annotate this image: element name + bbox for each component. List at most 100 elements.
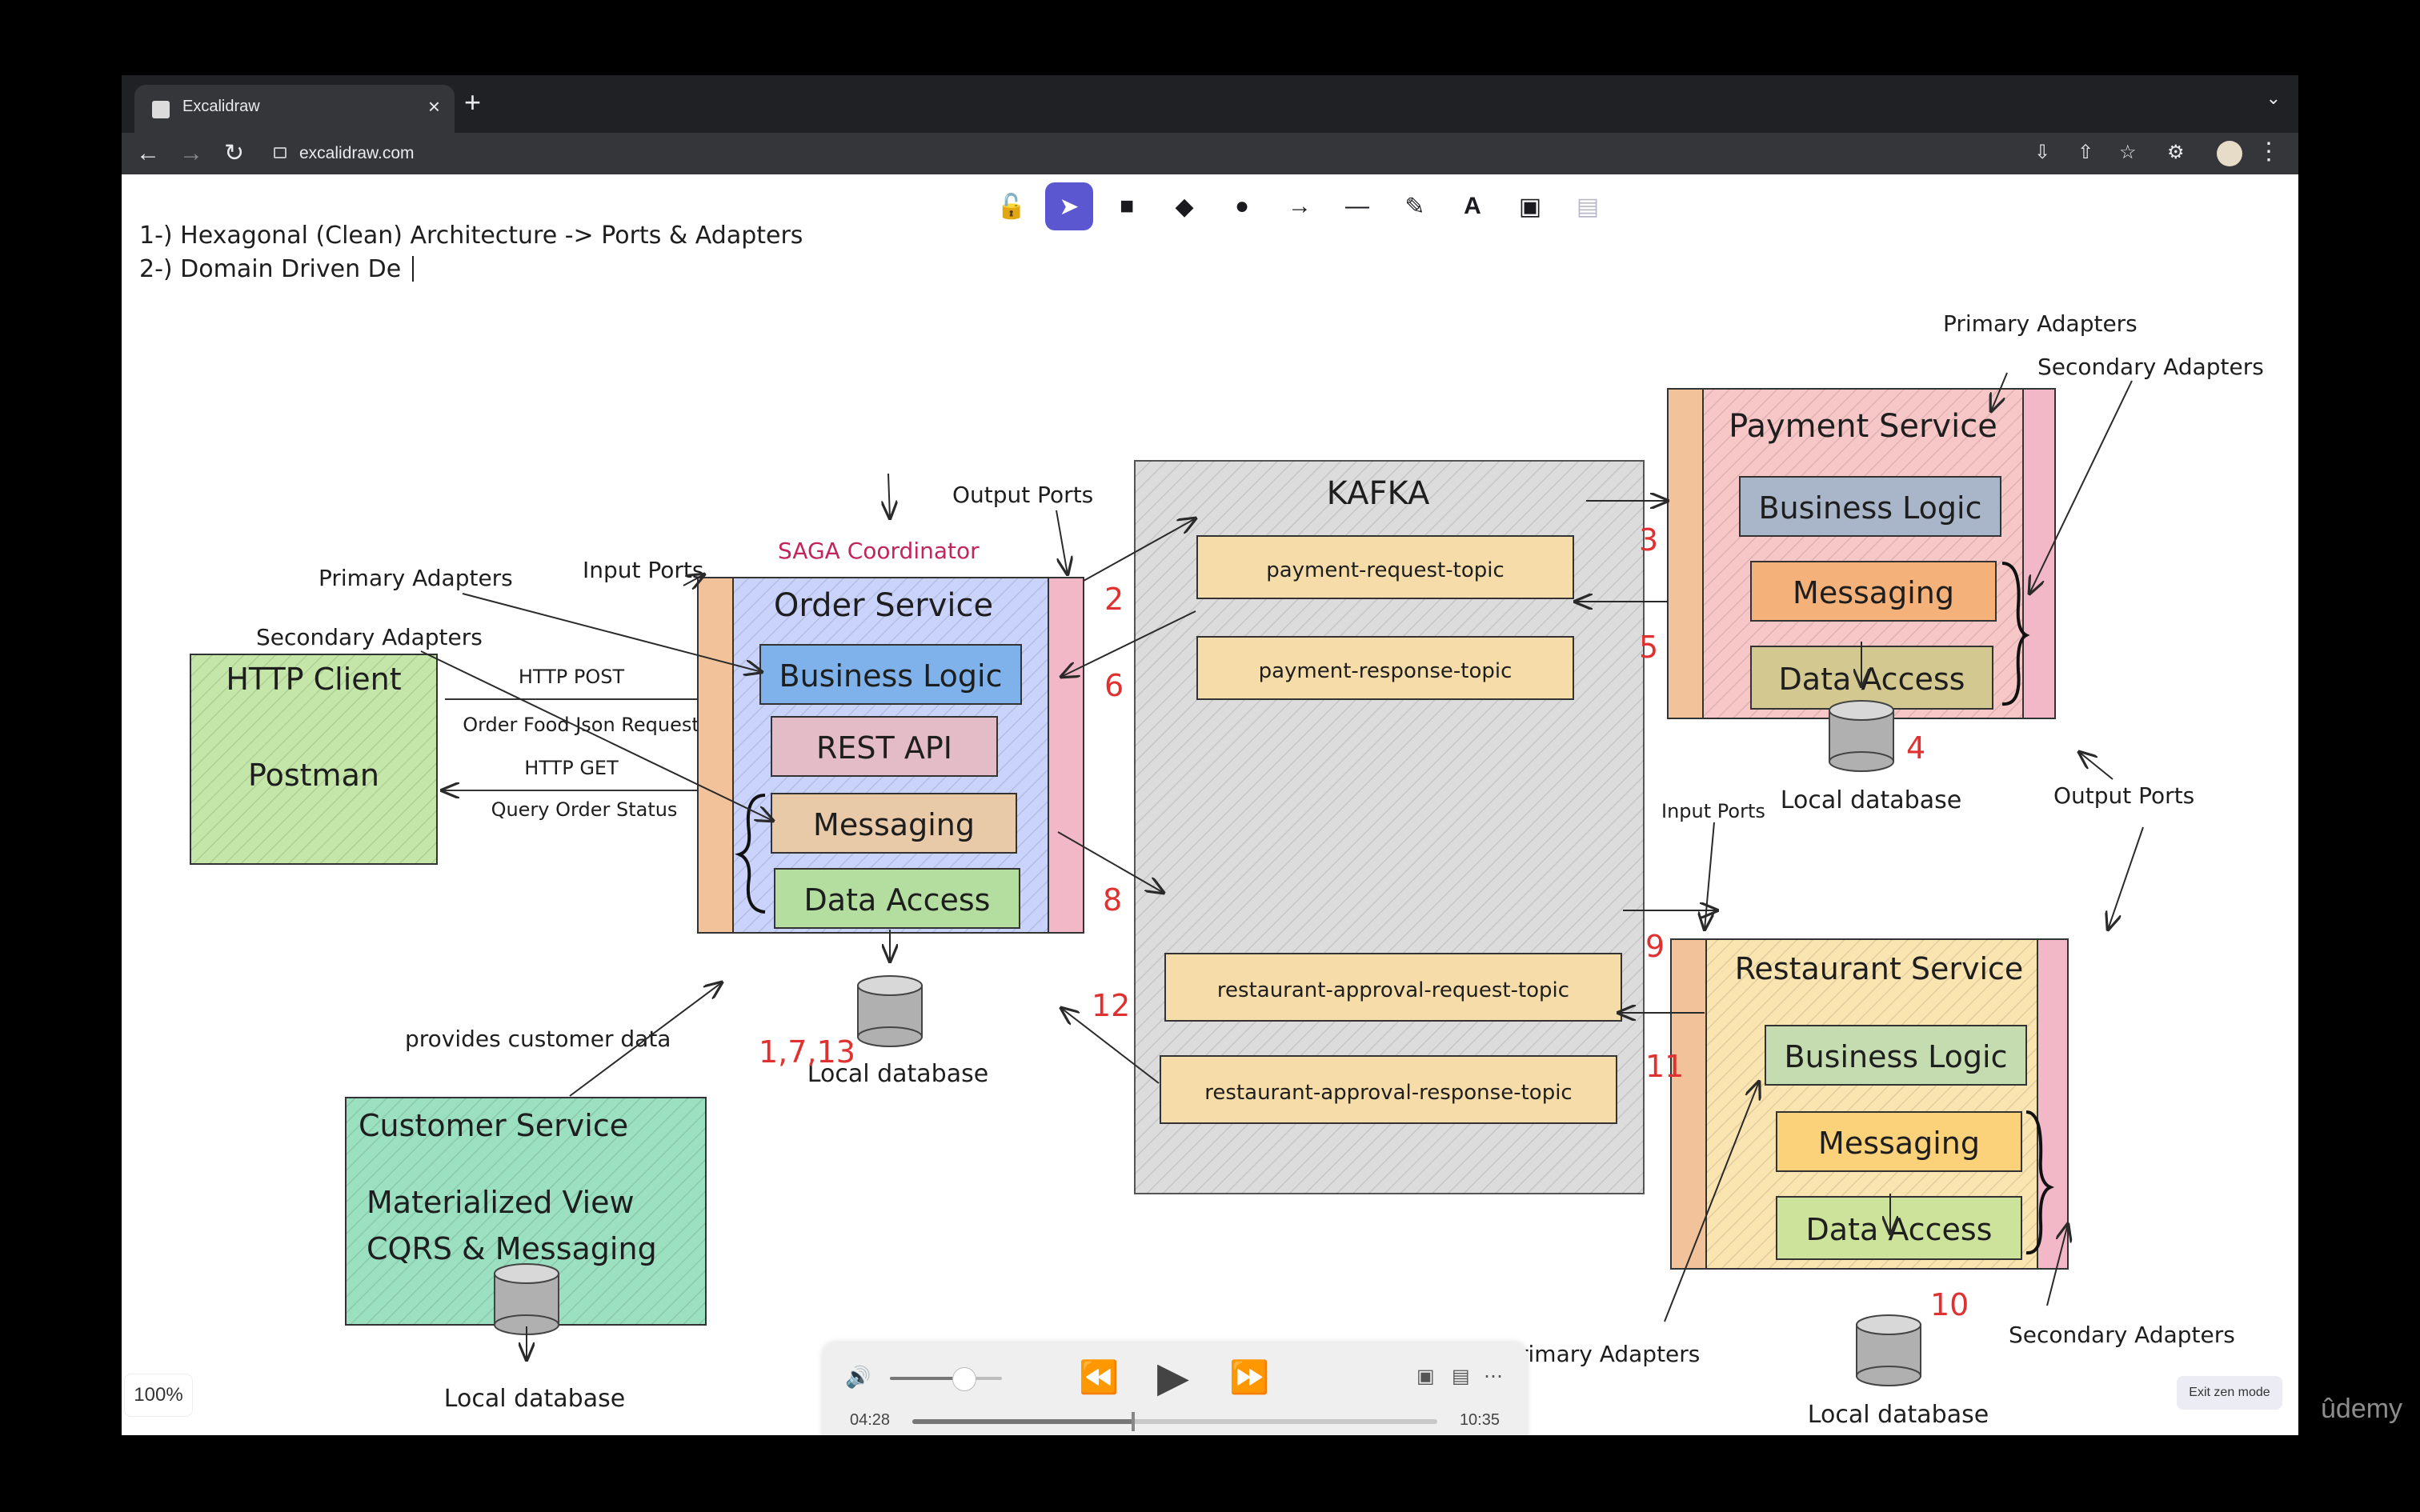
customer-service-line1: Materialized View xyxy=(367,1185,635,1220)
captions-icon[interactable]: ▤ xyxy=(1452,1366,1470,1387)
browser-tab[interactable]: Excalidraw × xyxy=(134,85,455,133)
tab-search-chevron-icon[interactable]: ⌄ xyxy=(2266,88,2281,108)
topic-restaurant-approval-request-label: restaurant-approval-request-topic xyxy=(1217,978,1569,1002)
topic-restaurant-approval-request[interactable] xyxy=(1164,953,1622,1022)
exit-zen-mode-button[interactable]: Exit zen mode xyxy=(2177,1376,2282,1410)
back-arrow-icon[interactable]: ← xyxy=(136,140,160,166)
customer-db-label: Local database xyxy=(444,1385,625,1413)
step-number: 3 xyxy=(1639,522,1658,558)
order-rest-api-label: REST API xyxy=(816,730,952,766)
image-tool-icon[interactable]: ▣ xyxy=(1518,193,1542,220)
payment-output-port[interactable] xyxy=(2022,388,2056,719)
tab-strip: Excalidraw × + ⌄ xyxy=(122,75,2298,133)
fast-forward-icon[interactable]: ⏩ xyxy=(1229,1360,1269,1395)
payment-db-label: Local database xyxy=(1781,786,1961,814)
rectangle-tool-icon[interactable]: ■ xyxy=(1119,193,1135,219)
query-status-label: Query Order Status xyxy=(491,798,678,821)
excalidraw-toolbar: 🔓 ➤ ■ ◆ ● → — ✎ A ▣ ▤ xyxy=(988,181,1599,232)
play-icon[interactable]: ▶ xyxy=(1157,1354,1189,1401)
volume-slider[interactable] xyxy=(890,1377,1002,1380)
restaurant-messaging[interactable] xyxy=(1776,1111,2022,1172)
order-input-port[interactable] xyxy=(697,577,734,934)
http-client-title: HTTP Client xyxy=(226,662,401,697)
lock-tool-icon[interactable]: 🔓 xyxy=(996,193,1027,220)
topic-payment-response[interactable] xyxy=(1196,636,1574,700)
payment-data-access[interactable] xyxy=(1750,646,1993,710)
order-output-port[interactable] xyxy=(1048,577,1084,934)
extensions-icon[interactable]: ⚙ xyxy=(2167,142,2185,163)
zoom-indicator[interactable]: 100% xyxy=(125,1374,192,1416)
diamond-tool-icon[interactable]: ◆ xyxy=(1175,193,1194,220)
adapter-brace xyxy=(735,794,766,914)
reload-icon[interactable]: ↻ xyxy=(224,140,245,166)
payment-primary-adapters-label: Primary Adapters xyxy=(1943,310,2138,337)
close-tab-icon[interactable]: × xyxy=(427,94,440,118)
order-messaging[interactable] xyxy=(771,793,1017,854)
flow-arrows xyxy=(420,372,2144,1360)
more-options-icon[interactable]: ⋯ xyxy=(1484,1366,1503,1387)
order-data-access-label: Data Access xyxy=(804,882,991,918)
payment-messaging[interactable] xyxy=(1750,561,1997,622)
order-business-logic[interactable] xyxy=(759,644,1022,705)
restaurant-data-access[interactable] xyxy=(1776,1196,2022,1260)
topic-payment-request-label: payment-request-topic xyxy=(1266,558,1504,582)
seek-progress xyxy=(912,1419,1133,1424)
volume-fill xyxy=(890,1377,957,1380)
restaurant-primary-adapters-label: rimary Adapters xyxy=(1519,1341,1700,1367)
payment-input-port[interactable] xyxy=(1667,388,1704,719)
order-service-title: Order Service xyxy=(774,587,993,624)
profile-avatar[interactable] xyxy=(2217,141,2242,166)
volume-icon[interactable]: 🔊 xyxy=(845,1365,871,1389)
step-number: 4 xyxy=(1906,730,1925,766)
text-tool-icon[interactable]: A xyxy=(1464,193,1481,219)
seek-thumb[interactable] xyxy=(1131,1412,1135,1431)
library-tool-icon[interactable]: ▤ xyxy=(1576,193,1600,220)
topic-restaurant-approval-response-label: restaurant-approval-response-topic xyxy=(1204,1081,1572,1105)
bookmark-star-icon[interactable]: ☆ xyxy=(2119,142,2137,163)
forward-arrow-icon[interactable]: → xyxy=(179,140,203,166)
restaurant-service-title: Restaurant Service xyxy=(1735,951,2024,986)
restaurant-business-logic[interactable] xyxy=(1765,1025,2027,1086)
selection-tool-icon[interactable]: ➤ xyxy=(1045,182,1093,230)
seek-bar[interactable] xyxy=(912,1412,1437,1431)
install-app-icon[interactable]: ⇩ xyxy=(2034,142,2051,163)
step-number: 10 xyxy=(1930,1287,1969,1322)
order-request-label: Order Food Json Request xyxy=(463,714,699,736)
restaurant-input-port[interactable] xyxy=(1670,938,1707,1270)
order-data-access[interactable] xyxy=(774,868,1020,929)
step-number: 9 xyxy=(1645,929,1665,964)
browser-menu-icon[interactable]: ⋮ xyxy=(2257,138,2281,165)
payment-messaging-label: Messaging xyxy=(1793,575,1954,610)
restaurant-data-access-label: Data Access xyxy=(1806,1212,1993,1247)
restaurant-db-label: Local database xyxy=(1808,1401,1989,1429)
line-tool-icon[interactable]: — xyxy=(1345,193,1369,219)
excalidraw-canvas[interactable]: 🔓 ➤ ■ ◆ ● → — ✎ A ▣ ▤ 1-) Hexagonal (Cle… xyxy=(122,174,2298,1435)
video-player-controls: 🔊 ⏪ ▶ ⏩ ▣ ▤ ⋯ 04:28 10:35 xyxy=(823,1342,1527,1435)
payment-service-title: Payment Service xyxy=(1729,408,1997,445)
restaurant-output-port[interactable] xyxy=(2037,938,2069,1270)
order-business-logic-label: Business Logic xyxy=(779,658,1003,694)
tab-title: Excalidraw xyxy=(182,98,260,115)
volume-knob[interactable] xyxy=(952,1367,976,1391)
picture-in-picture-icon[interactable]: ▣ xyxy=(1416,1366,1435,1387)
step-number: 11 xyxy=(1645,1049,1684,1084)
customer-service-title: Customer Service xyxy=(359,1108,628,1143)
topic-restaurant-approval-response[interactable] xyxy=(1160,1055,1617,1124)
order-rest-api[interactable] xyxy=(771,716,998,777)
new-tab-button[interactable]: + xyxy=(464,86,482,118)
arrow-tool-icon[interactable]: → xyxy=(1288,193,1312,219)
share-icon[interactable]: ⇧ xyxy=(2077,142,2094,163)
database-icon xyxy=(494,1263,559,1335)
restaurant-business-logic-label: Business Logic xyxy=(1785,1039,2008,1074)
payment-business-logic-label: Business Logic xyxy=(1759,490,1982,526)
payment-business-logic[interactable] xyxy=(1739,476,2001,537)
http-client-subtitle: Postman xyxy=(248,758,379,793)
pencil-tool-icon[interactable]: ✎ xyxy=(1404,193,1425,220)
step-number: 8 xyxy=(1103,882,1122,918)
http-post-label: HTTP POST xyxy=(519,666,625,688)
ellipse-tool-icon[interactable]: ● xyxy=(1234,193,1250,219)
address-bar[interactable]: excalidraw.com xyxy=(262,138,2143,170)
restaurant-secondary-adapters-label: Secondary Adapters xyxy=(2009,1322,2235,1348)
topic-payment-request[interactable] xyxy=(1196,535,1574,599)
rewind-icon[interactable]: ⏪ xyxy=(1079,1360,1119,1395)
